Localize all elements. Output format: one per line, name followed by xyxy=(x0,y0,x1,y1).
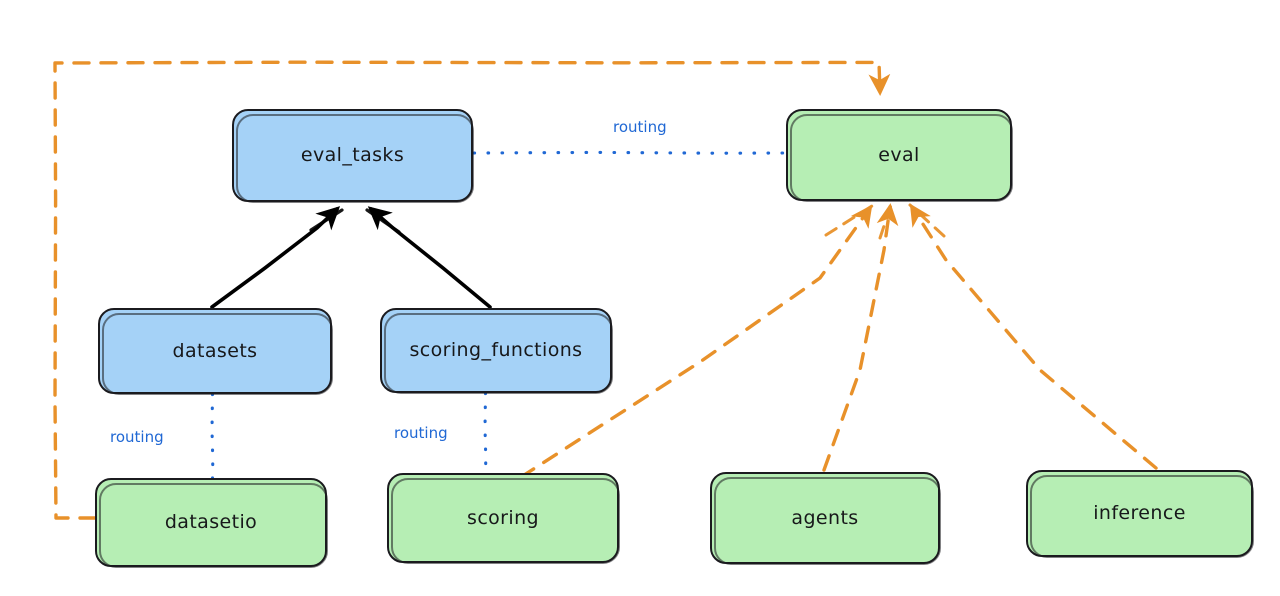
edge-scoring-functions-to-eval-tasks xyxy=(365,206,492,309)
edge-scoring-functions-to-scoring xyxy=(483,391,488,476)
node-datasetio[interactable]: datasetio xyxy=(95,478,328,568)
node-label-eval: eval xyxy=(878,143,920,166)
node-label-datasets: datasets xyxy=(172,339,258,362)
edge-agents-to-eval xyxy=(822,203,899,472)
edge-datasets-to-datasetio xyxy=(210,392,215,480)
node-label-scoring: scoring xyxy=(467,506,539,529)
edge-label-routing-datasets-datasetio: routing xyxy=(110,428,164,446)
node-label-agents: agents xyxy=(791,506,859,529)
edge-eval-tasks-to-eval xyxy=(472,150,787,155)
edge-inference-to-eval xyxy=(908,203,1158,470)
edge-label-routing-eval-tasks-eval: routing xyxy=(613,118,667,136)
node-scoring[interactable]: scoring xyxy=(387,473,620,564)
edge-datasets-to-eval-tasks xyxy=(210,206,344,309)
node-label-eval-tasks: eval_tasks xyxy=(300,144,405,167)
node-eval[interactable]: eval xyxy=(786,109,1013,202)
node-label-datasetio: datasetio xyxy=(164,511,258,534)
node-eval-tasks[interactable]: eval_tasks xyxy=(232,109,474,203)
node-label-scoring-functions: scoring_functions xyxy=(409,339,583,362)
node-agents[interactable]: agents xyxy=(710,472,941,565)
node-inference[interactable]: inference xyxy=(1026,470,1254,558)
node-scoring-functions[interactable]: scoring_functions xyxy=(380,308,613,394)
edge-label-routing-scoring-functions-scoring: routing xyxy=(394,424,448,442)
node-label-inference: inference xyxy=(1093,502,1186,525)
node-datasets[interactable]: datasets xyxy=(98,308,333,395)
